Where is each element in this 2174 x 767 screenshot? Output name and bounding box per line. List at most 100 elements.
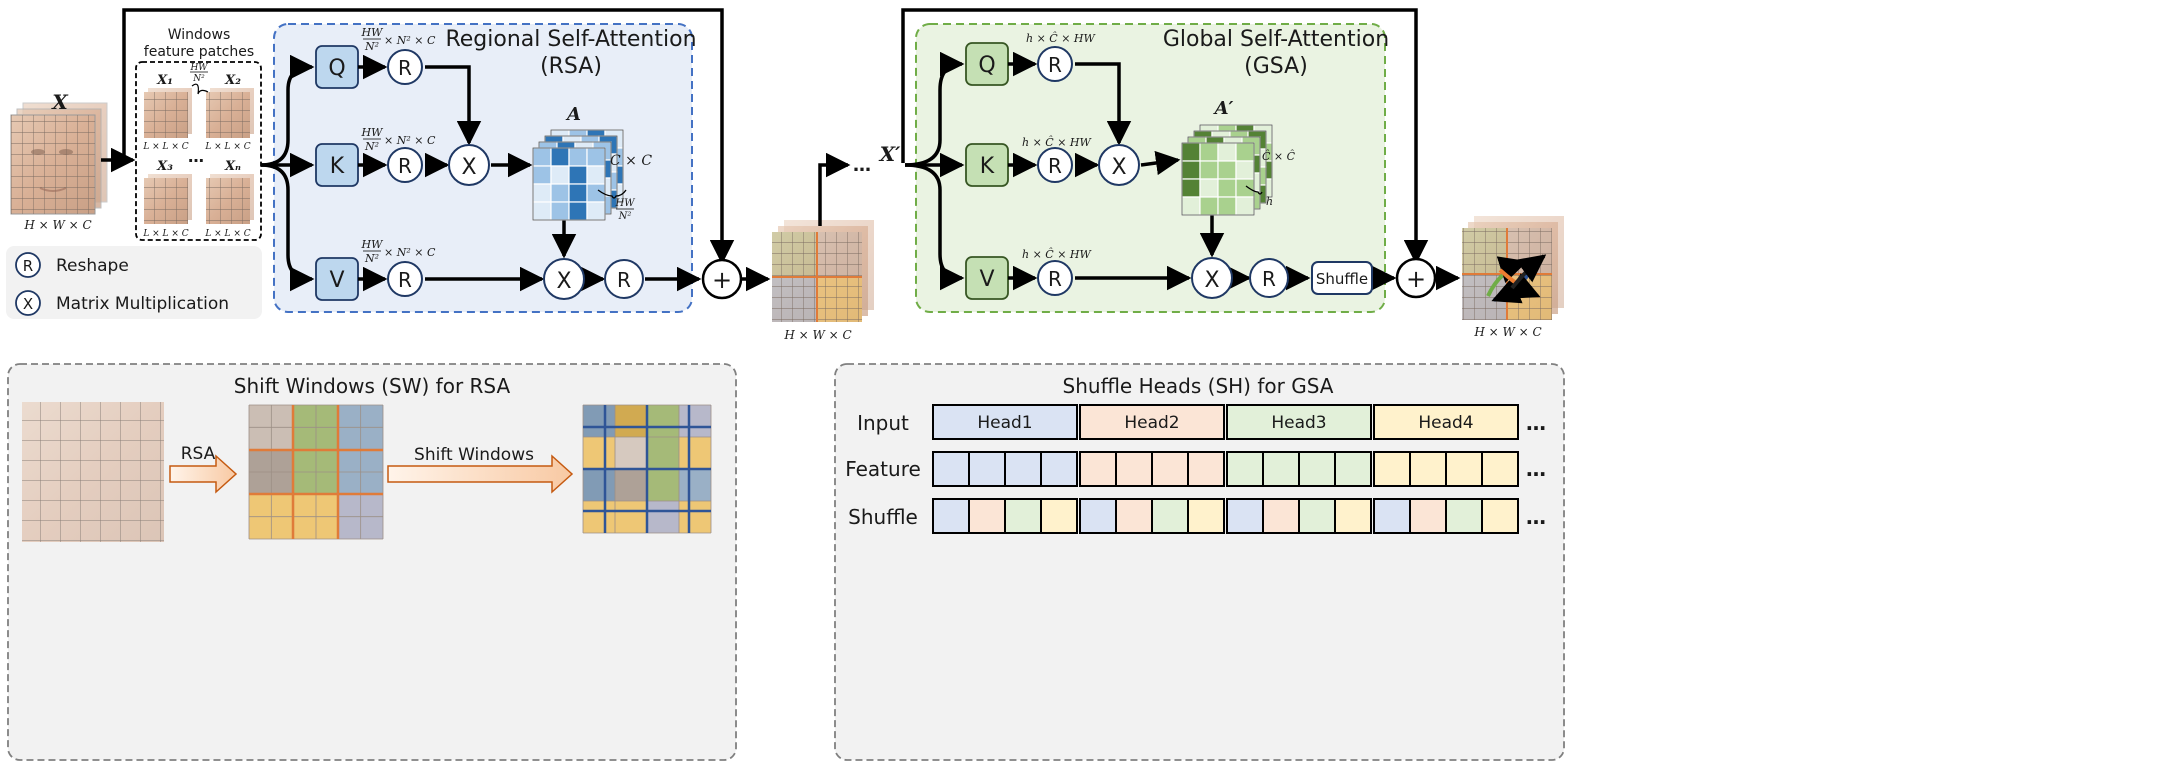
sw-mid-cell xyxy=(360,472,383,495)
rsa-reshape-v: R xyxy=(387,261,423,297)
gsa-v-shape: h × Ĉ × HW xyxy=(1022,247,1093,261)
sh-shuffle-cell xyxy=(1187,498,1225,534)
sh-shuffle-cell xyxy=(1481,498,1519,534)
gsa-q-box: Q xyxy=(965,42,1009,86)
sh-feature-cell xyxy=(1373,451,1411,487)
gsa-attention-map xyxy=(1181,124,1273,216)
gsa-attn-cell xyxy=(1235,196,1255,216)
sw-mid-cell xyxy=(293,494,316,517)
sw-out-cell xyxy=(679,501,711,533)
sw-mid-cell xyxy=(271,405,294,428)
rsa-attention-map xyxy=(532,129,624,221)
gsa-attn-count: h xyxy=(1266,195,1273,208)
sw-mid-cell xyxy=(360,405,383,428)
sw-mid-cell xyxy=(360,427,383,450)
sw-mid-cell xyxy=(316,494,339,517)
svg-text:+: + xyxy=(1406,265,1426,293)
gsa-matmul-av: X xyxy=(1191,257,1233,299)
rsa-title: Regional Self-Attention xyxy=(445,27,696,52)
shift-windows-panel: Shift Windows (SW) for RSA RSA Shift Win… xyxy=(7,363,737,761)
svg-text:R: R xyxy=(398,154,412,178)
patch-size-label-2: L × L × C xyxy=(204,142,250,152)
sw-shift-arrow: Shift Windows xyxy=(387,445,574,494)
svg-text:HW: HW xyxy=(361,126,385,139)
gsa-attn-size: Ĉ × Ĉ xyxy=(1262,149,1296,163)
sh-feature-cell xyxy=(1151,451,1189,487)
svg-text:R: R xyxy=(1048,154,1062,178)
svg-text:R: R xyxy=(617,268,631,292)
rsa-attn-cell xyxy=(586,165,606,185)
sw-out-cell xyxy=(583,469,615,501)
sh-shuffle-cell xyxy=(1373,498,1411,534)
sw-mid-cell xyxy=(293,472,316,495)
gsa-attn-cell xyxy=(1181,196,1201,216)
sh-ellipsis-2: … xyxy=(1526,457,1546,481)
sw-mid-cell xyxy=(316,427,339,450)
gsa-attention-labels: A′ Ĉ × Ĉ h xyxy=(1213,98,1296,208)
rsa-attn-cell xyxy=(568,165,588,185)
sw-mid-cell xyxy=(338,427,361,450)
gsa-attn-cell xyxy=(1199,196,1219,216)
rsa-attn-cell xyxy=(532,165,552,185)
sh-ellipsis-3: … xyxy=(1526,505,1546,529)
gsa-title: Global Self-Attention xyxy=(1163,27,1389,52)
sh-ellipsis-1: … xyxy=(1526,411,1546,435)
svg-text:HW: HW xyxy=(361,26,385,39)
sw-mid-cell xyxy=(271,494,294,517)
legend-reshape-text: Reshape xyxy=(56,256,129,276)
patch-dots: … xyxy=(188,147,204,166)
mid-size-label: H × W × C xyxy=(783,328,851,342)
gsa-shuffle-label: Shuffle xyxy=(1316,270,1368,288)
input-feature-x: X H × W × C xyxy=(10,90,108,232)
sh-feature-cell xyxy=(1481,451,1519,487)
rsa-attn-cell xyxy=(568,201,588,221)
rsa-reshape-out: R xyxy=(604,259,644,299)
rsa-reshape-q: R xyxy=(387,49,423,85)
rsa-attn-cell xyxy=(532,183,552,203)
rsa-matmul-av: X xyxy=(543,258,585,300)
sw-window-partition xyxy=(248,404,384,540)
sh-title: Shuffle Heads (SH) for GSA xyxy=(1063,374,1334,398)
input-x-label: X xyxy=(50,90,69,114)
sw-mid-cell xyxy=(293,427,316,450)
sh-shuffle-cell xyxy=(1262,498,1300,534)
gsa-reshape-out: R xyxy=(1249,258,1289,298)
rsa-attn-count-den: N² xyxy=(618,211,632,222)
sw-out-cell xyxy=(647,405,679,437)
sw-input-image xyxy=(22,402,164,542)
windows-title-line1: Windows xyxy=(168,27,231,43)
gsa-abbr: (GSA) xyxy=(1244,54,1308,79)
sw-mid-cell xyxy=(249,494,272,517)
patch-size-label-3: L × L × C xyxy=(142,229,188,239)
svg-text:× N² × C: × N² × C xyxy=(384,246,436,259)
sw-out-cell xyxy=(583,501,615,533)
sh-feature-cell xyxy=(1445,451,1483,487)
patch-x2 xyxy=(206,88,254,138)
sh-shuffle-cell xyxy=(968,498,1006,534)
arrow-mid-up xyxy=(818,152,851,226)
sh-shuffle-cell xyxy=(1079,498,1117,534)
svg-text:X: X xyxy=(461,155,476,180)
sw-mid-cell xyxy=(271,472,294,495)
sw-mid-cell xyxy=(249,449,272,472)
rsa-attn-cell xyxy=(550,165,570,185)
sw-mid-cell xyxy=(338,472,361,495)
sh-head-label-1: Head1 xyxy=(977,413,1032,433)
sw-mid-cell xyxy=(316,405,339,428)
sw-mid-cell xyxy=(316,449,339,472)
svg-text:R: R xyxy=(1048,53,1062,77)
svg-text:X: X xyxy=(1111,155,1126,180)
sw-mid-cell xyxy=(271,449,294,472)
rsa-attn-cell xyxy=(532,201,552,221)
sw-rsa-label: RSA xyxy=(181,444,216,464)
patch-x1-label: X₁ xyxy=(156,73,173,88)
rsa-q-box: Q xyxy=(315,45,359,89)
svg-text:R: R xyxy=(398,268,412,292)
gsa-attn-cell xyxy=(1181,178,1201,198)
sh-row-input: Input xyxy=(857,411,909,435)
gsa-k-box: K xyxy=(965,143,1009,187)
sh-shuffle-cell xyxy=(1409,498,1447,534)
sw-mid-cell xyxy=(360,449,383,472)
sw-mid-cell xyxy=(338,405,361,428)
